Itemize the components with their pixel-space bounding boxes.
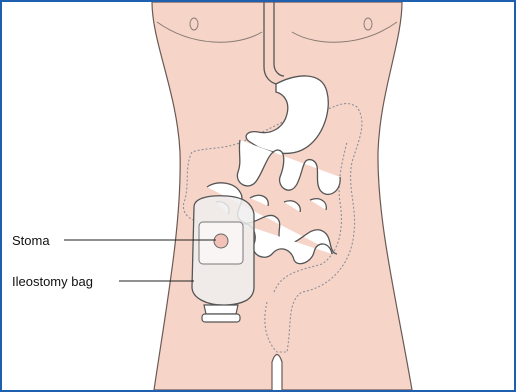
stoma-site: [214, 234, 228, 248]
torso: [152, 2, 412, 390]
ileostomy-bag-label: Ileostomy bag: [12, 274, 93, 289]
bag-outlet: [204, 305, 238, 314]
bag-clip: [202, 314, 240, 322]
stoma-label: Stoma: [12, 233, 50, 248]
